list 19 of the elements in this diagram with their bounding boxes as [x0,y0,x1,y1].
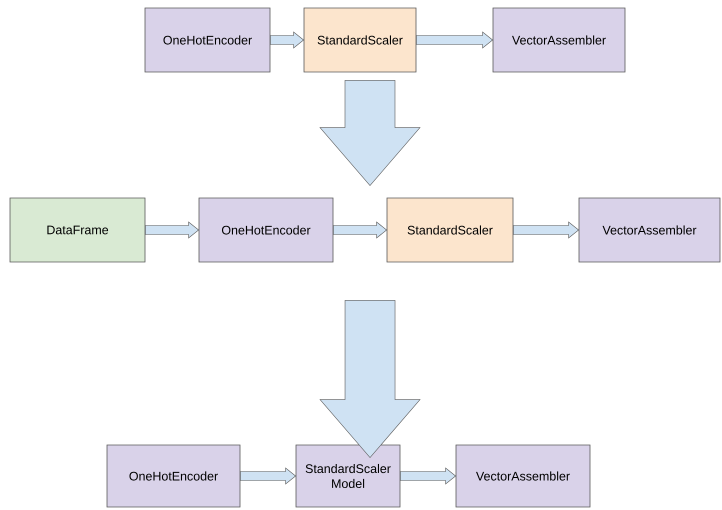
process-box: StandardScaler [386,198,514,262]
block-arrow [319,300,421,458]
process-box: StandardScaler [304,8,416,72]
arrow [400,467,456,485]
process-box: VectorAssembler [456,444,590,508]
arrow [416,31,494,49]
arrow [240,467,296,485]
process-box: OneHotEncoder [144,8,270,72]
process-box: StandardScaler Model [296,444,400,508]
arrow [145,221,200,239]
arrow [333,221,388,239]
arrow [270,31,304,49]
arrow [513,221,580,239]
process-box: VectorAssembler [578,198,720,262]
process-box: OneHotEncoder [106,444,240,508]
process-box: OneHotEncoder [198,198,334,262]
block-arrow [319,80,421,186]
process-box: VectorAssembler [492,8,626,72]
process-box: DataFrame [10,198,146,262]
